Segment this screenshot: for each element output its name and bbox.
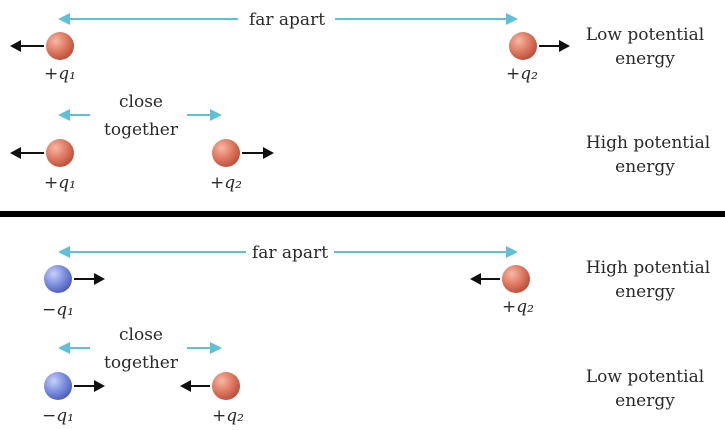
bottom-row2-distance-line1: close <box>119 325 163 345</box>
top-row1-charge1-label: +q₁ <box>44 64 76 84</box>
positive-charge-q2 <box>509 32 537 60</box>
top-row2-charge2-label: +q₂ <box>210 173 242 193</box>
top-row2-distance-line2: together <box>104 120 179 140</box>
bottom-row2-charge2-label: +q₂ <box>212 406 244 426</box>
bottom-row2-force-arrow-right <box>74 380 105 392</box>
bottom-row2-energy-line1: Low potential <box>586 367 704 387</box>
bottom-row1-charge1-label: −q₁ <box>42 300 74 320</box>
bottom-row1-energy-line1: High potential <box>586 258 710 278</box>
bottom-row2-charge1-label: −q₁ <box>42 406 74 426</box>
panel-divider <box>0 211 725 217</box>
positive-charge-q2 <box>502 265 530 293</box>
bottom-row1-charge2-label: +q₂ <box>502 297 534 317</box>
bottom-row1-force-arrow-right <box>74 273 105 285</box>
positive-charge-q2 <box>212 139 240 167</box>
top-row1-distance-arrow <box>58 13 518 25</box>
positive-charge-q1 <box>46 139 74 167</box>
top-row1-distance-label: far apart <box>249 10 325 30</box>
top-row2-charge1-label: +q₁ <box>44 173 76 193</box>
positive-charge-q2 <box>212 372 240 400</box>
bottom-row1-force-arrow-left <box>470 273 500 285</box>
bottom-row1-distance-label: far apart <box>252 243 328 263</box>
bottom-row2-force-arrow-left <box>180 380 210 392</box>
negative-charge-q1 <box>44 372 72 400</box>
bottom-row2-distance-arrow <box>58 342 222 354</box>
top-row2-distance-line1: close <box>119 92 163 112</box>
bottom-row2-distance-line2: together <box>104 353 179 373</box>
top-row1-charge2-label: +q₂ <box>506 64 538 84</box>
bottom-row1-energy-line2: energy <box>615 282 675 302</box>
top-row1-energy-line1: Low potential <box>586 25 704 45</box>
top-row2-energy-line1: High potential <box>586 133 710 153</box>
top-row1-force-arrow-left <box>10 40 44 52</box>
negative-charge-q1 <box>44 265 72 293</box>
top-row2-energy-line2: energy <box>615 157 675 177</box>
positive-charge-q1 <box>46 32 74 60</box>
bottom-row2-energy-line2: energy <box>615 391 675 411</box>
top-row1-force-arrow-right <box>539 40 570 52</box>
top-row2-force-arrow-right <box>242 147 274 159</box>
top-row2-distance-arrow <box>58 109 222 121</box>
top-row1-energy-line2: energy <box>615 49 675 69</box>
top-row2-force-arrow-left <box>10 147 44 159</box>
bottom-row1-distance-arrow <box>58 246 518 258</box>
